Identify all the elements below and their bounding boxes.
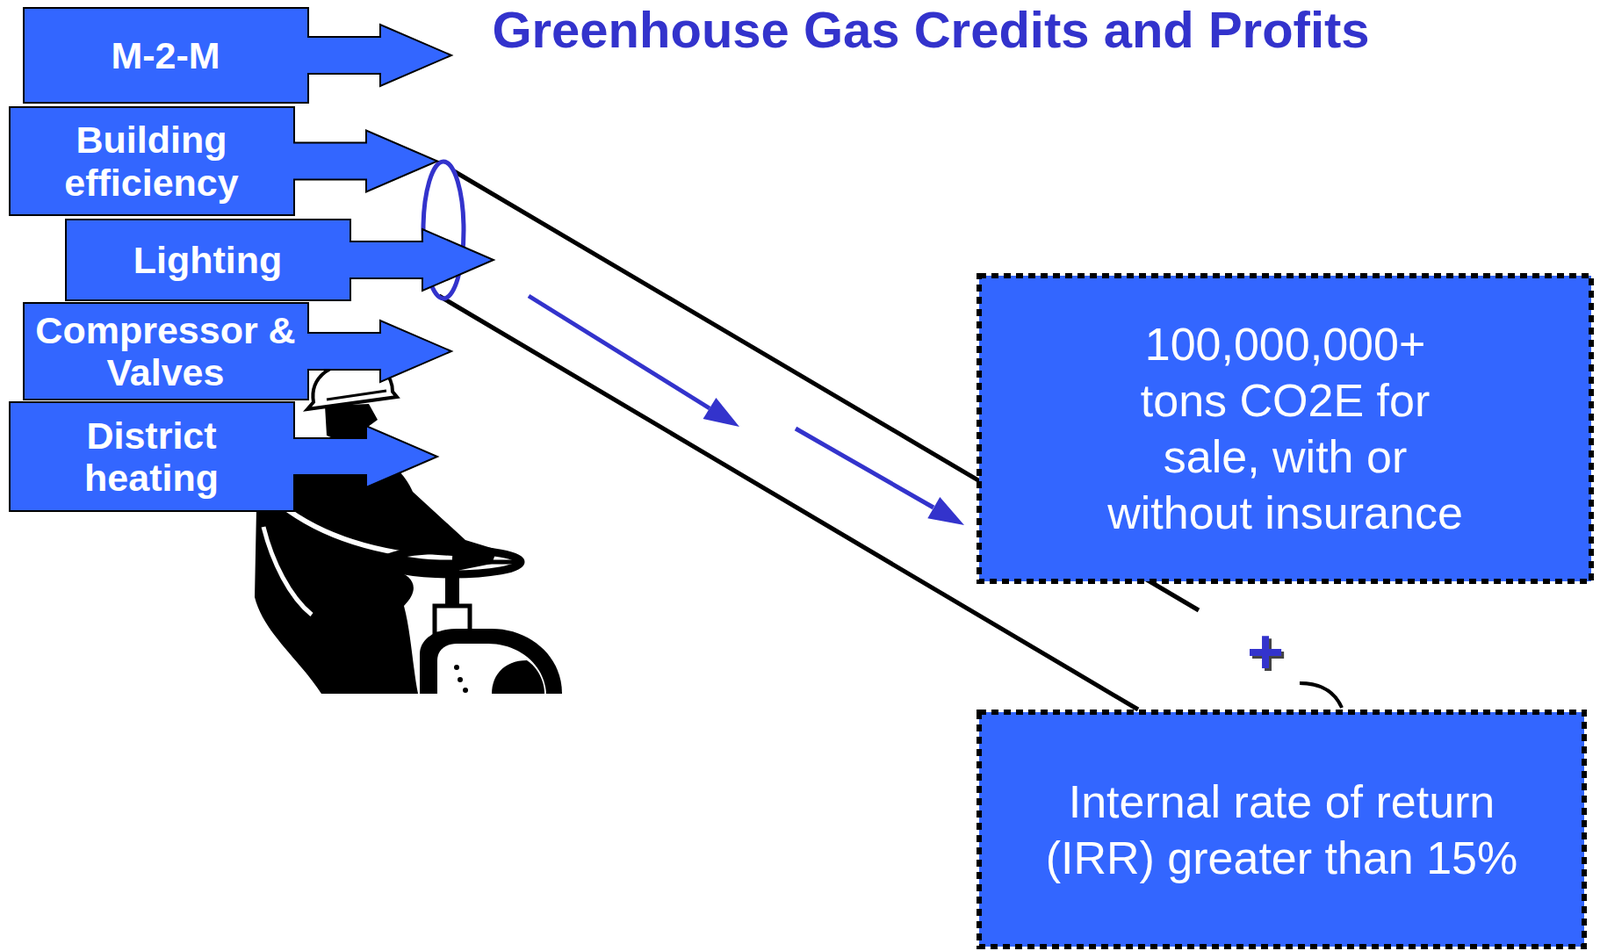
block-arrow-shape: [8, 401, 439, 512]
plus-sign: +: [1246, 619, 1284, 684]
node-content: Lighting: [64, 218, 351, 302]
node-content: Internal rate of return (IRR) greater th…: [976, 709, 1587, 950]
flow-arrowhead: [927, 497, 965, 526]
hard-hat-brim: [326, 390, 387, 400]
dotted-box-outline: [979, 712, 1585, 947]
result-text: 100,000,000+ tons CO2E for sale, with or…: [1104, 316, 1466, 541]
worker-leg-outline: [263, 526, 312, 615]
block-arrow-outline: [9, 402, 438, 512]
block-arrow-outline: [65, 219, 494, 301]
arrow-box: Lighting: [64, 218, 495, 302]
arrow-box: Compressor & Valves: [22, 302, 453, 401]
node-content: M-2-M: [22, 7, 309, 104]
block-arrow-outline: [23, 7, 452, 103]
node-content: Building efficiency: [8, 106, 295, 217]
dotted-box-shape: [976, 709, 1587, 950]
block-arrow-shape: [22, 7, 453, 104]
node-content: 100,000,000+ tons CO2E for sale, with or…: [976, 273, 1594, 584]
valve-bolt: [462, 687, 469, 693]
valve-stem: [445, 562, 460, 611]
flow-arrow: [795, 428, 934, 508]
flow-arrowhead: [703, 397, 740, 427]
block-arrow-outline: [9, 107, 438, 216]
valve-wheel: [383, 549, 521, 575]
arrow-box: Building efficiency: [8, 106, 439, 217]
wheel-spoke: [386, 560, 519, 565]
source-label: Lighting: [73, 238, 342, 282]
diagram-title: Greenhouse Gas Credits and Profits: [403, 1, 1458, 58]
node-content: Compressor & Valves: [22, 302, 309, 401]
valve-body: [419, 628, 563, 694]
arrow-box: District heating: [8, 401, 439, 512]
worker-figure: [254, 361, 563, 694]
connector-curve: [1299, 683, 1342, 708]
result-text: Internal rate of return (IRR) greater th…: [1036, 773, 1528, 887]
valve-bolt: [454, 664, 460, 671]
source-label: M-2-M: [31, 34, 300, 77]
source-label: Building efficiency: [17, 118, 286, 203]
arrow-box: M-2-M: [22, 7, 453, 104]
valve-body-highlight: [437, 643, 547, 694]
node-content: District heating: [8, 401, 295, 512]
valve-port: [491, 660, 545, 694]
source-label: Compressor & Valves: [31, 309, 300, 394]
result-box: 100,000,000+ tons CO2E for sale, with or…: [976, 273, 1594, 584]
result-box: Internal rate of return (IRR) greater th…: [976, 709, 1587, 950]
dotted-box-outline: [979, 275, 1592, 582]
block-arrow-outline: [23, 302, 452, 400]
source-label: District heating: [17, 414, 286, 499]
valve-bolt: [457, 677, 463, 683]
flow-arrow: [528, 295, 710, 409]
